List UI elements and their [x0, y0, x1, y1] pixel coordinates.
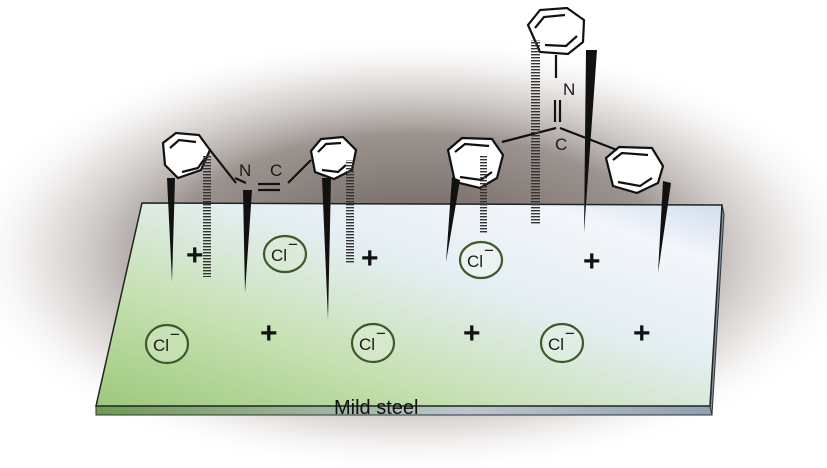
right-molecule-bonds	[446, 40, 671, 273]
left-atom-n: N	[239, 161, 251, 180]
left-molecule	[161, 131, 358, 192]
right-atom-c: C	[555, 135, 567, 154]
left-molecule-labels: N C	[239, 161, 282, 180]
chloride-charge: −	[484, 241, 494, 260]
chloride-symbol: Cl	[467, 252, 483, 271]
plus-sign: +	[583, 245, 601, 278]
chloride-ion-5: Cl −	[539, 322, 585, 364]
right-molecule-top-ring	[526, 6, 586, 56]
chloride-symbol: Cl	[271, 246, 287, 265]
chloride-ion-4: Cl −	[350, 322, 396, 364]
chloride-charge: −	[288, 235, 298, 254]
chloride-ion-3: Cl −	[144, 323, 190, 365]
chloride-ion-1: Cl −	[262, 234, 308, 274]
plate-label: Mild steel	[334, 397, 418, 419]
left-molecule-bonds	[167, 155, 354, 320]
plus-sign: +	[361, 242, 379, 275]
plus-sign: +	[260, 317, 278, 350]
chloride-ion-2: Cl −	[458, 240, 504, 280]
left-atom-c: C	[270, 161, 282, 180]
right-atom-n: N	[563, 80, 575, 99]
right-molecule-right-ring	[604, 145, 665, 195]
chloride-symbol: Cl	[153, 336, 169, 355]
plus-sign: +	[633, 317, 651, 350]
steel-plate	[95, 202, 725, 416]
chloride-charge: −	[170, 325, 180, 344]
right-molecule-labels: N C	[555, 80, 575, 154]
chloride-symbol: Cl	[359, 335, 375, 354]
cation-charges: + + + + + +	[186, 239, 651, 350]
chloride-charge: −	[376, 324, 386, 343]
plus-sign: +	[463, 317, 481, 350]
chloride-charge: −	[565, 324, 575, 343]
chloride-symbol: Cl	[548, 335, 564, 354]
plus-sign: +	[186, 239, 204, 272]
